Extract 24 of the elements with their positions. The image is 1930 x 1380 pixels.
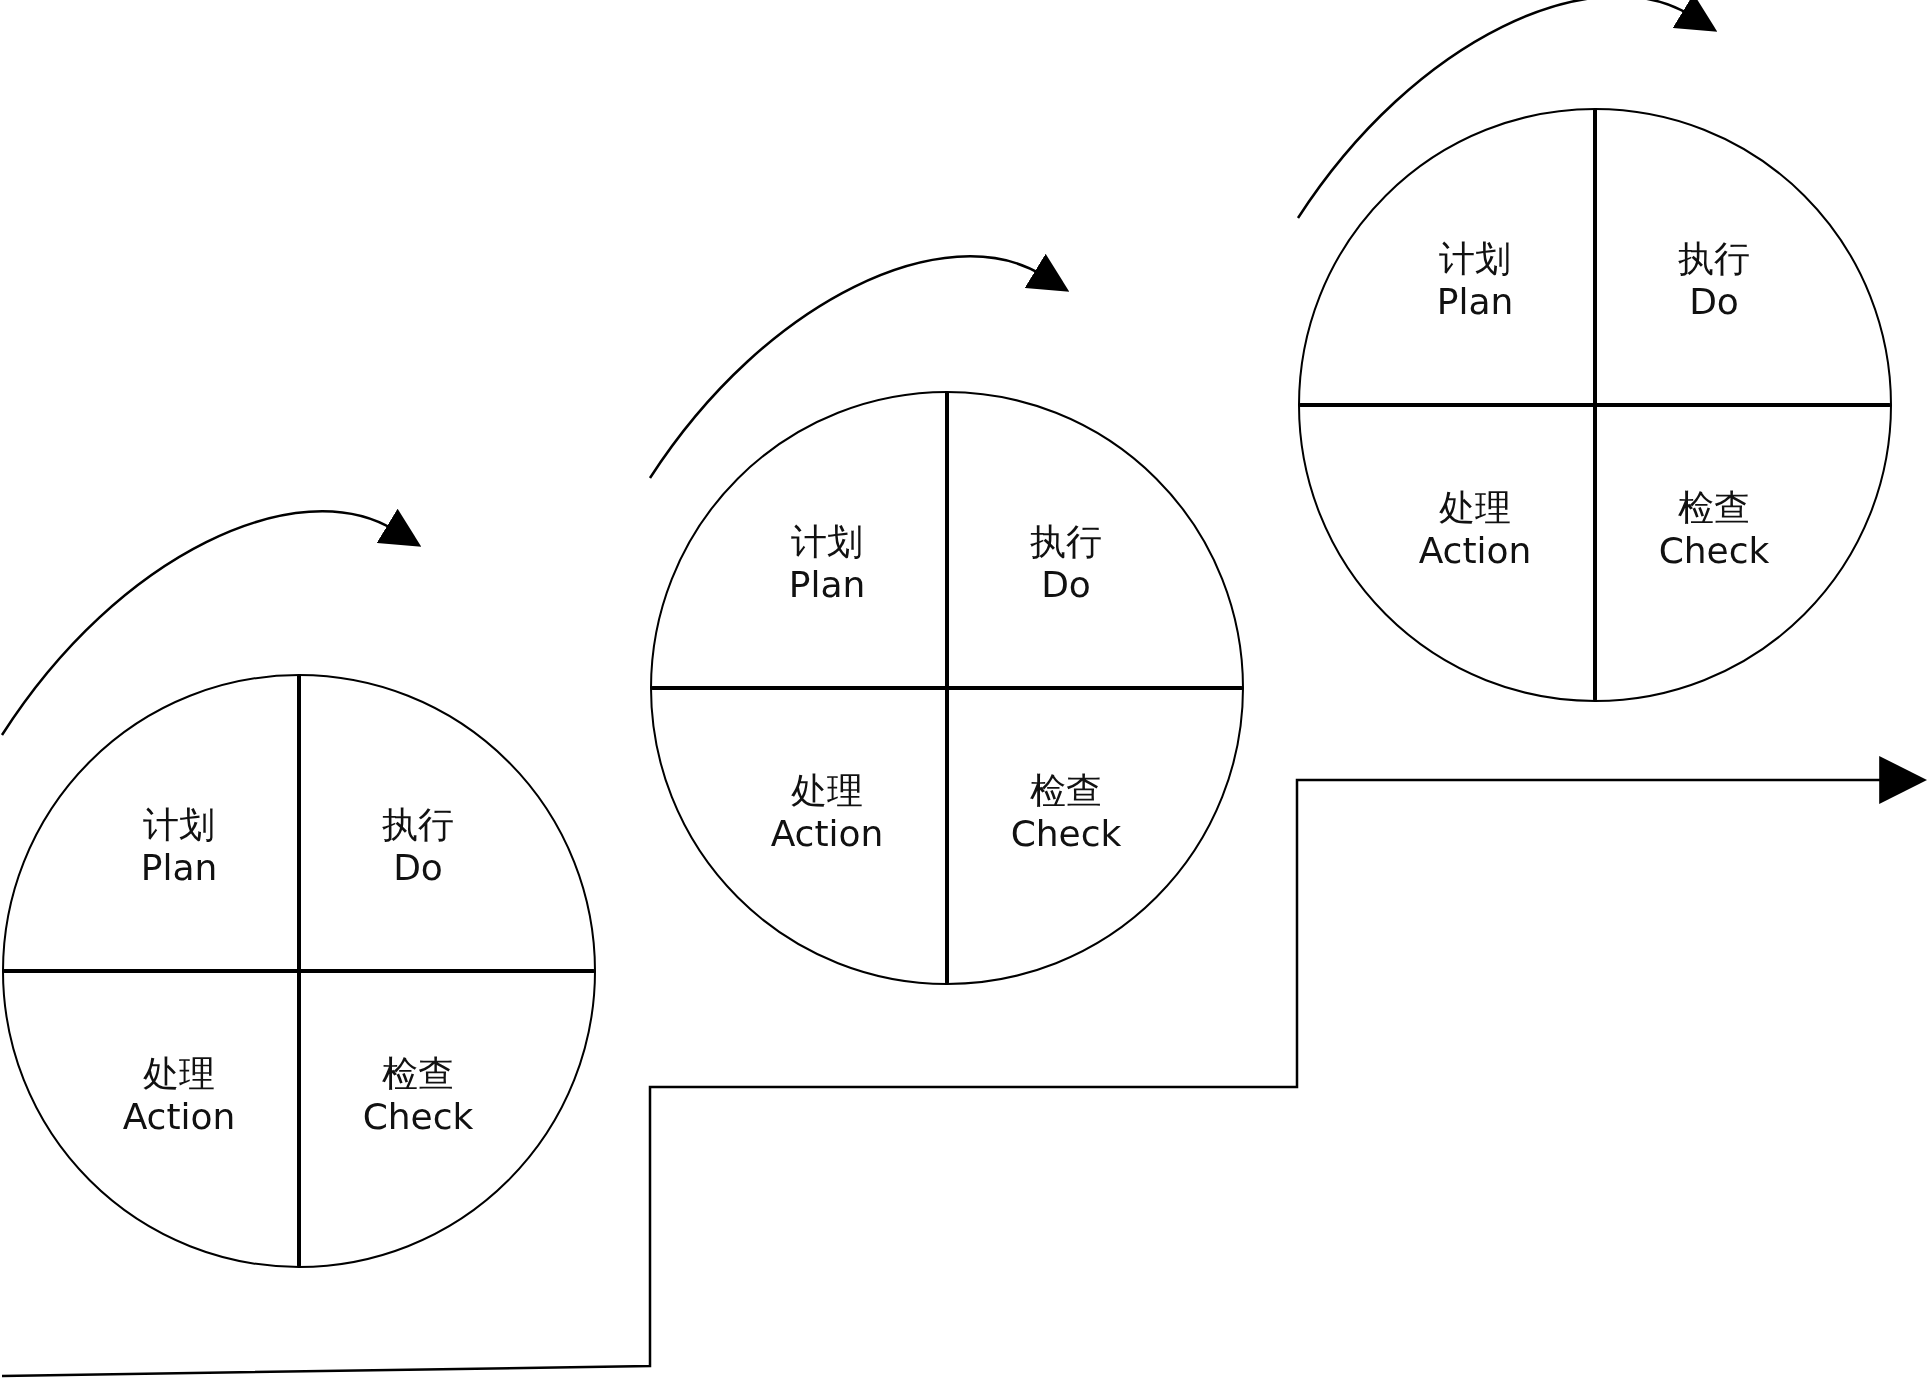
step-label: 执行 Do — [1030, 519, 1102, 607]
step-label: 执行 Do — [1678, 236, 1750, 324]
quadrant — [1300, 404, 1595, 700]
step-label: 处理 Action — [770, 768, 884, 856]
step-label: 检查 Check — [1658, 485, 1770, 573]
step-label: 计划 Plan — [140, 802, 218, 890]
quadrant — [1594, 404, 1890, 700]
quadrant — [4, 970, 299, 1266]
quadrant — [652, 687, 947, 983]
step-label: 检查 Check — [362, 1051, 474, 1139]
quadrant — [652, 393, 947, 688]
step-label: 执行 Do — [382, 802, 454, 890]
step-label: 计划 Plan — [1436, 236, 1514, 324]
quadrant — [298, 676, 594, 971]
quadrant — [298, 970, 594, 1266]
quadrant — [1300, 110, 1595, 405]
step-label: 处理 Action — [1418, 485, 1532, 573]
step-label: 检查 Check — [1010, 768, 1122, 856]
quadrant — [1594, 110, 1890, 405]
step-label: 计划 Plan — [788, 519, 866, 607]
step-label: 处理 Action — [122, 1051, 236, 1139]
quadrant — [946, 687, 1242, 983]
quadrant — [4, 676, 299, 971]
quadrant — [946, 393, 1242, 688]
